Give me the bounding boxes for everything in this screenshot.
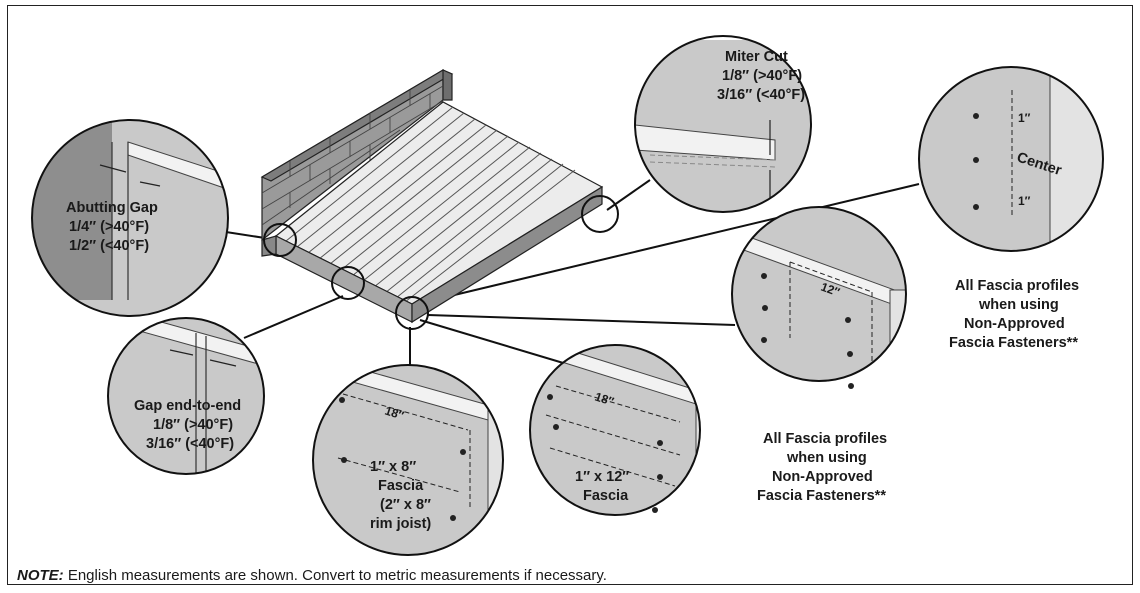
non-approved-spacing: 12″ [819,280,842,300]
center-caption1: All Fascia profiles [955,278,1079,294]
non-approved-caption3: Non-Approved [772,469,873,485]
fascia8-line3: (2″ x 8″ [380,497,431,513]
callout-non-approved-12in: 12″ All Fascia profiles when using Non-A… [731,206,907,504]
fascia8-line1: 1″ x 8″ [370,459,416,475]
callout-miter-cut: Miter Cut 1/8″ (>40°F) 3/16″ (<40°F) [634,35,812,213]
gap-end-line2: 3/16″ (<40°F) [146,436,234,452]
center-caption4: Fascia Fasteners** [949,335,1078,351]
fascia8-line2: Fascia [378,478,424,494]
screw-icons [339,113,979,521]
gap-end-title: Gap end-to-end [134,398,241,414]
center-bottom-dim: 1″ [1018,194,1031,208]
fascia12-line2: Fascia [583,488,629,504]
callout-fascia-1x8: 18″ 1″ x 8″ Fascia (2″ x 8″ rim joist) [312,364,504,556]
miter-line1: 1/8″ (>40°F) [722,68,802,84]
fascia12-spacing: 18″ [593,390,616,409]
non-approved-caption2: when using [786,450,867,466]
abutting-line1: 1/4″ (>40°F) [69,219,149,235]
diagram-frame [7,5,1133,585]
fascia12-line1: 1″ x 12″ [575,469,629,485]
non-approved-caption4: Fascia Fasteners** [757,488,886,504]
center-caption2: when using [978,297,1059,313]
fascia8-line4: rim joist) [370,516,431,532]
miter-title: Miter Cut [725,49,788,65]
center-caption3: Non-Approved [964,316,1065,332]
note-body: English measurements are shown. Convert … [63,567,607,584]
connector-lines [225,179,920,369]
note-prefix: NOTE: [17,567,64,584]
gap-end-line1: 1/8″ (>40°F) [153,417,233,433]
center-top-dim: 1″ [1018,111,1031,125]
abutting-title: Abutting Gap [66,200,158,216]
non-approved-caption1: All Fascia profiles [763,431,887,447]
callout-center: 1″ Center 1″ All Fascia profiles when us… [918,66,1104,351]
callout-gap-end-to-end: Gap end-to-end 1/8″ (>40°F) 3/16″ (<40°F… [107,317,265,475]
fascia8-spacing: 18″ [383,404,406,423]
note-text: NOTE: English measurements are shown. Co… [17,567,607,584]
callout-markers [263,195,619,330]
callout-abutting-gap: Abutting Gap 1/4″ (>40°F) 1/2″ (<40°F) [31,119,229,317]
callout-fascia-1x12: 18″ 1″ x 12″ Fascia [529,344,701,516]
miter-line2: 3/16″ (<40°F) [717,87,805,103]
deck-illustration [260,68,604,324]
abutting-line2: 1/2″ (<40°F) [69,238,149,254]
